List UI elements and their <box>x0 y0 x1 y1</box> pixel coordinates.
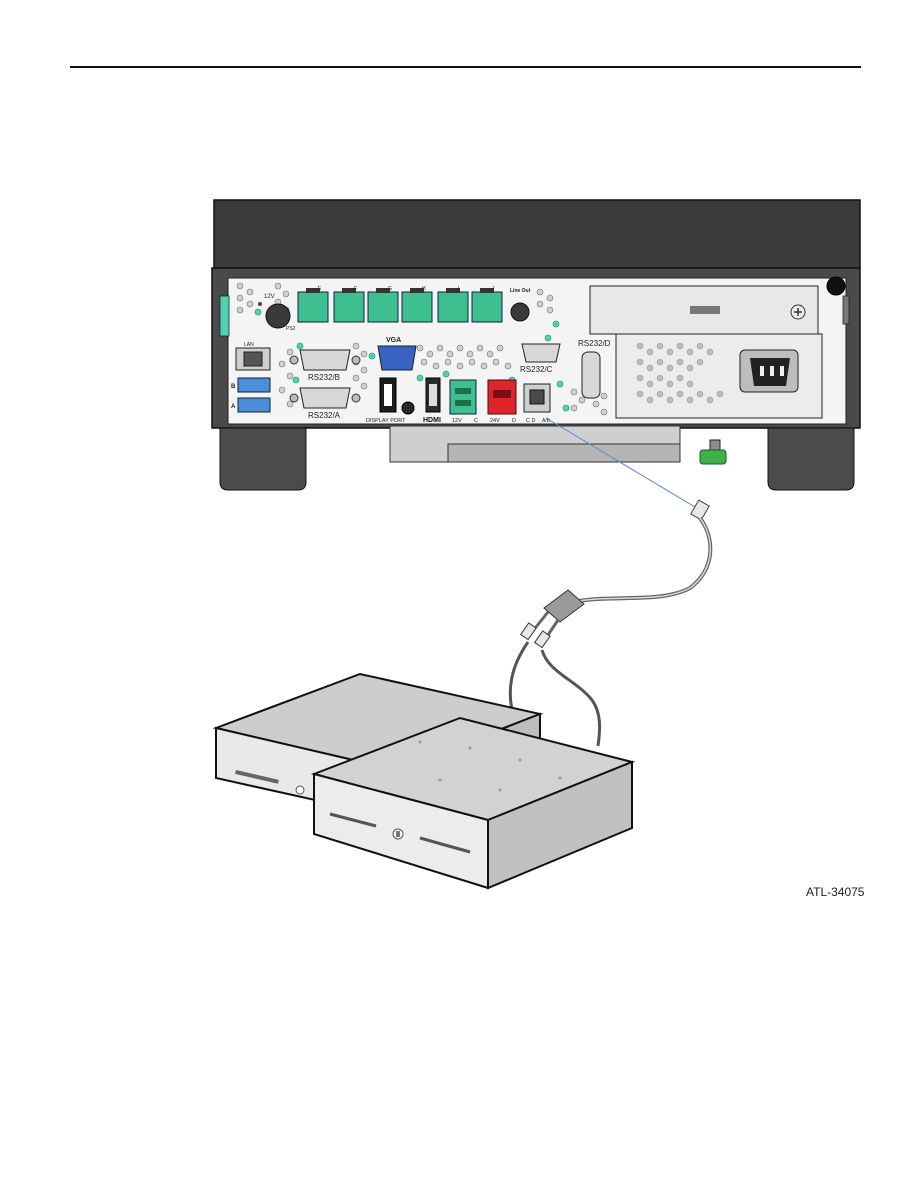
ventilation-dots <box>236 282 608 416</box>
label-rs232-a: RS232/A <box>308 411 341 420</box>
label-port-e: E <box>318 286 322 292</box>
powered-rj-ports <box>297 288 503 323</box>
label-cash-drawer-cd: C D <box>526 418 536 424</box>
figure-id: ATL-34075 <box>806 885 865 899</box>
label-port-j: J <box>492 286 495 292</box>
label-24v-usb-letter: D <box>512 418 516 424</box>
label-port-h: H <box>422 286 426 292</box>
label-lan: LAN <box>244 342 254 348</box>
label-rs232-c: RS232/C <box>520 365 553 374</box>
label-12v-usb: 12V <box>452 418 462 424</box>
label-line-out: Line Out <box>510 288 531 294</box>
y-cable <box>508 417 713 747</box>
label-12v-usb-letter: C <box>474 418 478 424</box>
label-cash-drawer-ab: A/B <box>542 418 551 424</box>
label-usb-b: B <box>231 384 236 390</box>
label-display-port: DISPLAY PORT <box>366 418 406 424</box>
label-ps2: PS2 <box>286 326 296 332</box>
label-port-i: I <box>458 286 459 292</box>
label-rs232-d: RS232/D <box>578 339 611 348</box>
label-usb-a: A <box>231 404 236 410</box>
label-12v: 12V <box>264 294 275 300</box>
cash-drawer-front <box>310 716 636 890</box>
psu-grille <box>636 342 724 404</box>
label-port-g: G <box>388 286 392 292</box>
label-hdmi: HDMI <box>423 417 441 424</box>
header-rule <box>70 66 861 68</box>
label-port-f: F <box>354 286 357 292</box>
label-rs232-b: RS232/B <box>308 373 340 382</box>
label-vga: VGA <box>386 337 401 344</box>
pos-terminal: 12V PS2 E F G H I J Line Out LAN <box>211 199 861 491</box>
label-24v-usb: 24V <box>490 418 500 424</box>
